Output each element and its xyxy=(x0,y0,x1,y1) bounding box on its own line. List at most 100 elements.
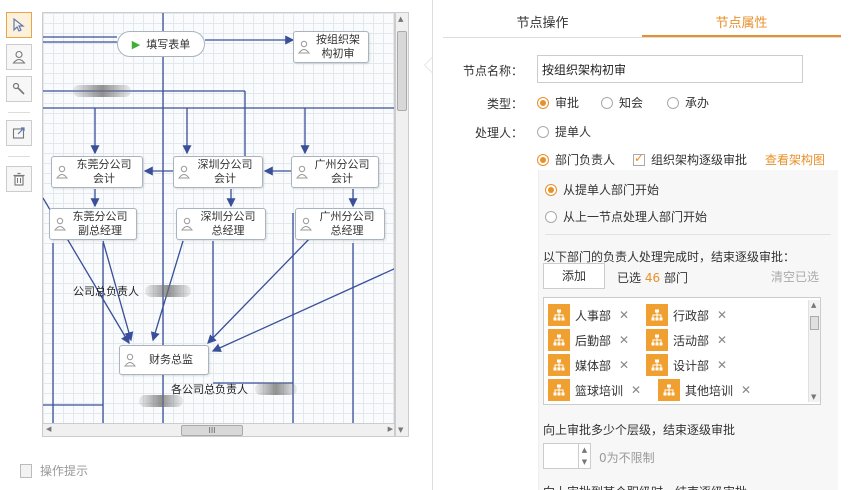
stepper-up-icon[interactable]: ▲ xyxy=(578,444,590,456)
remove-icon[interactable]: ✕ xyxy=(619,308,630,322)
scrollbar-thumb[interactable]: III xyxy=(181,425,243,436)
org-icon xyxy=(646,354,668,376)
dept-chip: 后勤部 ✕ xyxy=(548,329,629,351)
tab-node-properties[interactable]: 节点属性 xyxy=(642,10,841,37)
node-dongguan-deputy-manager[interactable]: 东莞分公司 副总经理 xyxy=(49,208,137,240)
radio-label: 知会 xyxy=(619,96,644,110)
scroll-down-icon[interactable]: ▼ xyxy=(398,426,404,434)
cursor-icon xyxy=(13,18,25,32)
operation-hint[interactable]: 操作提示 xyxy=(20,462,88,479)
node-org-review[interactable]: 按组织架 构初审 xyxy=(293,31,369,63)
node-shenzhen-manager[interactable]: 深圳分公司 总经理 xyxy=(176,208,266,240)
tab-node-operations[interactable]: 节点操作 xyxy=(516,16,569,31)
type-option-notify[interactable]: 知会 xyxy=(601,94,643,111)
scrollbar-thumb[interactable] xyxy=(397,31,407,111)
select-tool[interactable] xyxy=(6,12,32,38)
node-label: 财务总监 xyxy=(149,353,193,366)
levels-note: 向上审批多少个层级，结束逐级审批 xyxy=(543,423,736,437)
clear-selected-link[interactable]: 清空已选 xyxy=(771,270,820,284)
hint-icon xyxy=(20,463,32,478)
node-name-label: 节点名称： xyxy=(462,64,523,78)
dept-name: 行政部 xyxy=(673,308,710,323)
remove-icon[interactable]: ✕ xyxy=(619,333,630,347)
dept-chip: 设计部 ✕ xyxy=(646,354,727,376)
canvas-vertical-scrollbar[interactable]: ▲ ▼ xyxy=(395,12,409,437)
scroll-left-icon[interactable]: ◀ xyxy=(46,425,52,433)
node-label: 东莞分公司 副总经理 xyxy=(72,210,128,237)
remove-icon[interactable]: ✕ xyxy=(619,358,630,372)
node-shenzhen-accountant[interactable]: 深圳分公司 会计 xyxy=(173,156,263,188)
canvas-horizontal-scrollbar[interactable]: ◀ III ▶ xyxy=(43,423,394,436)
handler-option-dept-head[interactable]: 部门负责人 xyxy=(537,151,615,168)
type-option-handle[interactable]: 承办 xyxy=(667,94,709,111)
user-icon xyxy=(296,165,308,179)
start-from-submitter-dept[interactable]: 从提单人部门开始 xyxy=(545,181,659,198)
radio-label: 从提单人部门开始 xyxy=(563,183,660,197)
node-label: 广州分公司 会计 xyxy=(314,158,370,185)
remove-icon[interactable]: ✕ xyxy=(717,333,728,347)
node-label: 深圳分公司 会计 xyxy=(197,158,253,185)
org-icon xyxy=(548,354,570,376)
node-dongguan-accountant[interactable]: 东莞分公司 会计 xyxy=(51,156,143,188)
scroll-up-icon[interactable]: ▲ xyxy=(398,15,404,23)
node-name-input[interactable] xyxy=(537,55,803,83)
dept-list-scrollbar[interactable]: ▲ ▼ xyxy=(808,300,820,402)
user-node-tool[interactable] xyxy=(6,44,32,70)
radio-label: 提单人 xyxy=(555,125,592,139)
level-approval-checkbox[interactable]: 组织架构逐级审批 xyxy=(633,151,747,168)
node-guangzhou-manager[interactable]: 广州分公司 总经理 xyxy=(295,208,385,240)
handler-label: 处理人： xyxy=(474,126,523,140)
radio-icon xyxy=(537,153,549,166)
trash-icon xyxy=(13,172,25,186)
add-dept-button[interactable]: 添加 xyxy=(543,263,605,289)
scrollbar-thumb[interactable] xyxy=(810,316,819,330)
remove-icon[interactable]: ✕ xyxy=(717,358,728,372)
scroll-right-icon[interactable]: ▶ xyxy=(387,425,393,433)
remove-icon[interactable]: ✕ xyxy=(717,308,728,322)
node-guangzhou-accountant[interactable]: 广州分公司 会计 xyxy=(291,156,379,188)
type-label: 类型： xyxy=(486,97,523,111)
radio-label: 审批 xyxy=(555,96,580,110)
user-icon xyxy=(300,217,312,231)
toolbar-divider xyxy=(8,156,30,157)
dept-name: 活动部 xyxy=(673,333,710,348)
remove-icon[interactable]: ✕ xyxy=(631,383,642,397)
dept-name: 设计部 xyxy=(673,358,710,373)
levels-stepper[interactable]: ▲ ▼ xyxy=(543,443,591,469)
start-node[interactable]: ▶ 填写表单 xyxy=(117,31,205,57)
remove-icon[interactable]: ✕ xyxy=(741,383,752,397)
scroll-down-icon[interactable]: ▼ xyxy=(811,393,817,401)
org-icon xyxy=(646,329,668,351)
dept-name: 人事部 xyxy=(575,308,612,323)
node-label: 广州分公司 总经理 xyxy=(319,210,375,237)
view-org-chart-link[interactable]: 查看架构图 xyxy=(765,153,826,167)
type-option-approve[interactable]: 审批 xyxy=(537,94,579,111)
flow-canvas[interactable]: ▶ 填写表单 按组织架 构初审 东莞分公司 会计 深圳分公司 会计 广州分公司 … xyxy=(42,12,395,437)
dept-name: 媒体部 xyxy=(575,358,612,373)
dept-chip: 人事部 ✕ xyxy=(548,304,629,326)
start-from-previous-handler-dept[interactable]: 从上一节点处理人部门开始 xyxy=(545,208,707,225)
stepper-down-icon[interactable]: ▼ xyxy=(578,456,590,468)
dept-note: 以下部门的负责人处理完成时，结束逐级审批： xyxy=(543,250,796,264)
user-icon xyxy=(181,217,193,231)
divider xyxy=(545,234,831,235)
user-icon xyxy=(124,353,136,367)
user-icon xyxy=(12,50,26,64)
delete-tool[interactable] xyxy=(6,166,32,192)
export-tool[interactable] xyxy=(6,120,32,146)
radio-icon xyxy=(545,210,557,223)
node-label: 东莞分公司 会计 xyxy=(76,158,132,185)
handler-option-submitter[interactable]: 提单人 xyxy=(537,123,591,140)
selected-count: 已选 46 部门 xyxy=(617,269,688,286)
property-panel: 节点操作 节点属性 节点名称： 类型： 审批 知会 承办 处理人： 提单人 部门… xyxy=(432,0,852,490)
radio-icon xyxy=(667,96,679,109)
dept-chip: 媒体部 ✕ xyxy=(548,354,629,376)
user-icon xyxy=(298,40,310,54)
connector-label: 各公司总负责人 xyxy=(171,383,248,396)
redacted-text xyxy=(145,285,191,297)
node-finance-director[interactable]: 财务总监 xyxy=(119,345,209,375)
start-node-label: 填写表单 xyxy=(146,38,191,51)
scroll-up-icon[interactable]: ▲ xyxy=(811,301,817,309)
redacted-text xyxy=(73,85,131,97)
connector-tool[interactable] xyxy=(6,76,32,102)
